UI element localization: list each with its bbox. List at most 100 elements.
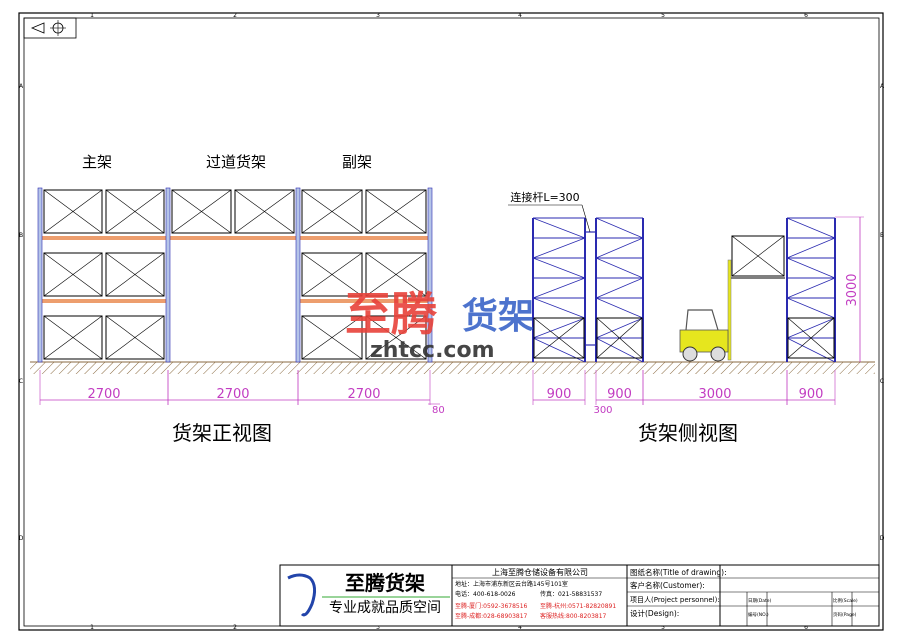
company-address: 地址：上海市浦东新区云台路145号101室 <box>455 580 568 588</box>
ground-hatch <box>30 362 875 374</box>
pallet-box <box>43 315 103 360</box>
forklift-wheel <box>710 346 726 362</box>
scale-label: 比例(Scale) <box>833 597 858 604</box>
pallet-box <box>301 189 363 234</box>
side-view-title: 货架侧视图 <box>638 421 738 445</box>
grid-column-label: 1 <box>90 624 94 631</box>
dimension-value: 900 <box>547 387 572 402</box>
forklift-mast <box>727 259 732 361</box>
pallet-cross <box>105 252 165 297</box>
grid-row-label: B <box>19 232 23 239</box>
frame-diagonal <box>595 257 644 279</box>
pallet-cross <box>787 317 835 359</box>
grid-column-label: 2 <box>233 624 237 631</box>
pallet-box <box>234 189 295 234</box>
frame-diagonal <box>786 237 836 259</box>
pallet-cross <box>365 252 427 297</box>
grid-column-label: 5 <box>661 12 665 19</box>
frame-diagonal <box>595 237 644 259</box>
pallet-box <box>596 317 643 359</box>
pallet-cross <box>105 315 165 360</box>
pallet-cross <box>43 315 103 360</box>
grid-row-label: C <box>19 378 23 385</box>
frame-diagonal <box>786 217 836 239</box>
forklift-cab <box>685 309 719 331</box>
pallet-cross <box>596 317 643 359</box>
design-label: 设计(Design): <box>630 608 679 618</box>
grid-column-label: 3 <box>376 12 380 19</box>
frame-diagonal <box>786 277 836 299</box>
grid-column-label: 3 <box>376 624 380 631</box>
front-view-title: 货架正视图 <box>172 421 272 445</box>
grid-row-label: D <box>19 535 24 542</box>
grid-column-label: 1 <box>90 12 94 19</box>
frame-diagonal <box>532 297 586 319</box>
grid-row-label: A <box>19 83 24 90</box>
grid-column-label: 4 <box>518 624 522 631</box>
service-hotline: 客服热线:800-8203817 <box>540 612 607 620</box>
pallet-cross <box>301 189 363 234</box>
dimension-value: 3000 <box>698 387 731 402</box>
label-main-rack: 主架 <box>82 153 112 171</box>
pallet-cross <box>234 189 295 234</box>
date-label: 日期(Date) <box>748 598 772 604</box>
branch-chengdu: 至腾-成都:028-68903817 <box>455 612 528 620</box>
frame-diagonal <box>595 297 644 319</box>
connector-leader-tail <box>581 204 591 233</box>
frame-diagonal <box>532 257 586 279</box>
company-name: 上海至腾仓储设备有限公司 <box>492 567 588 577</box>
rack-beam <box>40 299 168 303</box>
rack-beam <box>40 236 168 240</box>
frame-diagonal <box>532 237 586 259</box>
title-block: 至腾货架 专业成就品质空间 上海至腾仓储设备有限公司 地址：上海市浦东新区云台路… <box>279 564 880 627</box>
gap-dimension-value: 80 <box>432 405 445 416</box>
forklift-body <box>679 329 729 353</box>
rack-beam <box>298 236 430 240</box>
label-aisle-rack: 过道货架 <box>206 153 266 171</box>
branch-hangzhou: 至腾-杭州:0571-82820891 <box>540 602 616 610</box>
grid-column-label: 2 <box>233 12 237 19</box>
watermark: 至腾 货架 zhtcc.com <box>345 287 534 363</box>
corner-symbol <box>23 17 77 39</box>
number-label: 编号(NO.) <box>748 611 769 618</box>
pallet-cross <box>365 315 427 360</box>
watermark-url: zhtcc.com <box>370 338 495 363</box>
side-view-racks <box>532 217 836 363</box>
rack-upright <box>427 187 433 363</box>
pallet-cross <box>43 252 103 297</box>
rack-upright <box>165 187 171 363</box>
grid-column-label: 6 <box>804 12 808 19</box>
branch-xiamen: 至腾-厦门:0592-3678516 <box>455 602 528 610</box>
pallet-cross <box>301 315 363 360</box>
pallet-box <box>301 252 363 297</box>
drawing-title-label: 图纸名称(Title of drawing): <box>630 567 727 577</box>
project-personnel-label: 项目人(Project personnel): <box>630 596 720 604</box>
frame-diagonal <box>532 277 586 299</box>
grid-row-label: C <box>880 378 884 385</box>
frame-diagonal <box>786 317 836 339</box>
pallet-cross <box>43 189 103 234</box>
pallet-box <box>787 317 835 359</box>
outer-border <box>18 12 884 631</box>
forklift-icon <box>679 259 785 362</box>
watermark-brand-blue: 货架 <box>462 296 534 337</box>
pallet-box <box>301 315 363 360</box>
rack-upright <box>295 187 301 363</box>
label-sub-rack: 副架 <box>342 153 372 171</box>
rack-beam <box>298 299 430 303</box>
page-label: 页码(Page) <box>833 611 857 618</box>
company-fax: 传真：021-58831537 <box>540 590 602 598</box>
grid-row-label: A <box>880 83 885 90</box>
pallet-box <box>365 315 427 360</box>
frame-diagonal <box>595 277 644 299</box>
dimension-value: 2700 <box>87 387 120 402</box>
grid-column-label: 4 <box>518 12 522 19</box>
pallet-box <box>105 252 165 297</box>
watermark-brand-red: 至腾 <box>345 287 438 341</box>
dimension-value: 2700 <box>216 387 249 402</box>
pallet-cross <box>533 317 585 359</box>
pallet-cross <box>171 189 232 234</box>
